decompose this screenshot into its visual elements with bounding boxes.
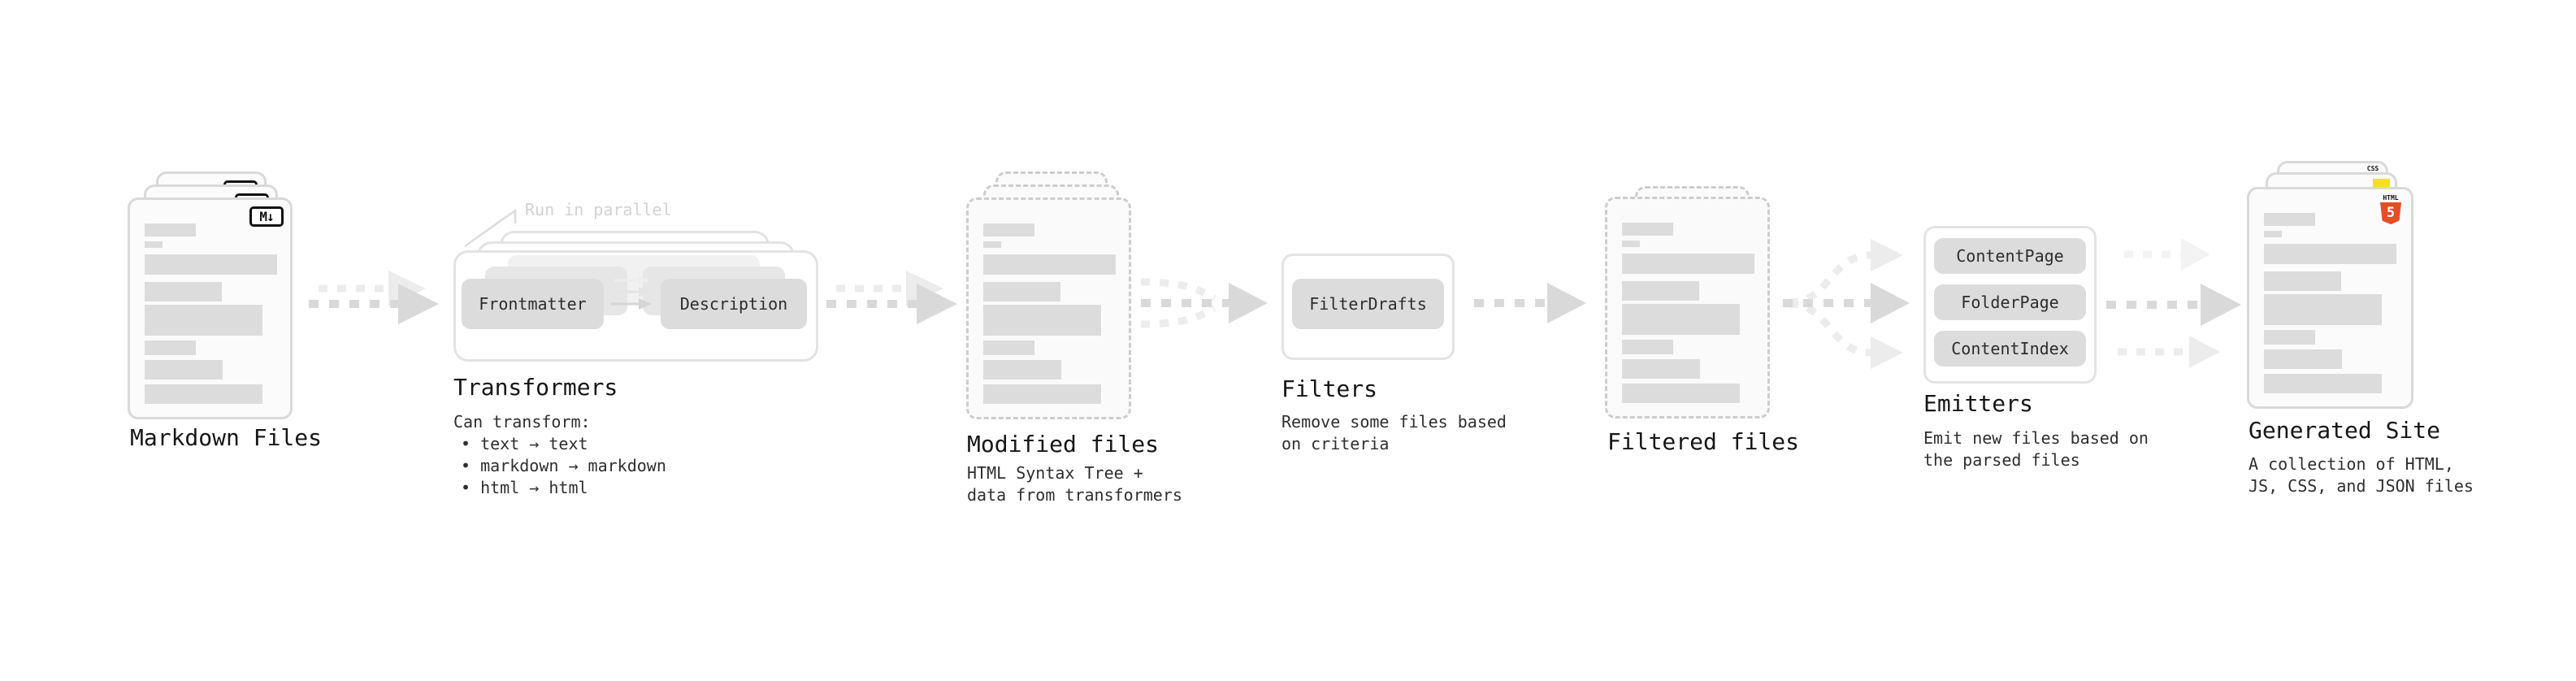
emitter-contentpage-pill: ContentPage xyxy=(1934,238,2086,274)
site-file-card-front: HTML 5 xyxy=(2247,187,2413,409)
filtered-file-card-front xyxy=(1605,197,1770,419)
arrow-split-curve-top xyxy=(1789,251,1871,306)
css-icon-label: CSS xyxy=(2366,165,2379,172)
generated-site-sub-line: A collection of HTML, xyxy=(2249,454,2454,474)
transformers-title: Transformers xyxy=(453,374,618,401)
markdown-file-card-front: M↓ xyxy=(128,197,293,419)
transformer-description-pill: Description xyxy=(661,279,807,329)
emitters-description: Emit new files based on the parsed files xyxy=(1923,427,2149,471)
generated-site-description: A collection of HTML, JS, CSS, and JSON … xyxy=(2249,453,2474,497)
modified-files-sub-line: data from transformers xyxy=(967,485,1182,505)
arrow-head xyxy=(2189,336,2220,368)
arrow-merge-curve-top xyxy=(1140,278,1216,301)
modified-files-sub-line: HTML Syntax Tree + xyxy=(967,463,1143,483)
markdown-files-title: Markdown Files xyxy=(130,424,323,451)
arrow-head xyxy=(2201,284,2241,326)
emitter-contentindex-pill: ContentIndex xyxy=(1934,331,2086,367)
filter-drafts-pill: FilterDrafts xyxy=(1292,279,1444,329)
generated-site-title: Generated Site xyxy=(2249,417,2441,444)
emitters-sub-line: the parsed files xyxy=(1923,450,2080,470)
arrow-modified-to-filters xyxy=(1140,278,1268,328)
filters-sub-line: on criteria xyxy=(1281,434,1390,453)
arrow-head xyxy=(1871,283,1910,323)
arrow-head xyxy=(1871,336,1903,369)
arrow-filtered-to-emitters xyxy=(1783,239,1910,369)
filters-title: Filters xyxy=(1281,375,1378,402)
transformer-frontmatter-pill: Frontmatter xyxy=(462,279,604,329)
modified-files-description: HTML Syntax Tree + data from transformer… xyxy=(967,462,1182,506)
arrow-transformers-to-modified xyxy=(826,271,957,324)
arrow-markdown-to-transformers xyxy=(309,271,439,324)
modified-file-card-front xyxy=(966,197,1131,419)
arrow-head xyxy=(1547,283,1586,323)
arrow-head xyxy=(388,271,426,306)
arrow-head xyxy=(906,271,943,306)
arrow-head xyxy=(917,284,957,324)
generated-site-sub-line: JS, CSS, and JSON files xyxy=(2249,476,2474,496)
filters-sub-line: Remove some files based xyxy=(1281,412,1507,432)
arrow-filters-to-filtered xyxy=(1474,283,1586,323)
emitters-sub-line: Emit new files based on xyxy=(1923,428,2149,448)
transformers-bullet: • markdown → markdown xyxy=(461,456,666,475)
modified-files-title: Modified files xyxy=(967,431,1160,458)
arrow-head xyxy=(398,284,439,324)
arrow-head xyxy=(2181,238,2210,271)
arrow-merge-curve-bottom xyxy=(1140,305,1216,328)
emitter-folderpage-pill: FolderPage xyxy=(1934,284,2086,320)
transformers-bullet: • html → html xyxy=(461,478,588,497)
emitters-title: Emitters xyxy=(1923,390,2033,417)
arrow-head xyxy=(1871,239,1903,271)
html5-icon-number: 5 xyxy=(2386,205,2396,221)
html5-icon-shield: 5 xyxy=(2380,202,2401,224)
markdown-icon: M↓ xyxy=(249,206,284,227)
html5-icon: HTML 5 xyxy=(2380,194,2401,224)
arrow-split-curve-bottom xyxy=(1789,300,1871,357)
transformers-description: Can transform: • text → text • markdown … xyxy=(453,411,666,499)
transformers-bullet: • text → text xyxy=(461,434,588,453)
arrow-emitters-to-site xyxy=(2106,238,2241,368)
filtered-files-title: Filtered files xyxy=(1607,428,1800,455)
html5-icon-label: HTML xyxy=(2383,194,2399,202)
transformers-sub-line: Can transform: xyxy=(453,412,591,432)
run-in-parallel-label: Run in parallel xyxy=(525,200,672,219)
filters-description: Remove some files based on criteria xyxy=(1281,411,1507,455)
arrow-head xyxy=(1229,283,1268,323)
